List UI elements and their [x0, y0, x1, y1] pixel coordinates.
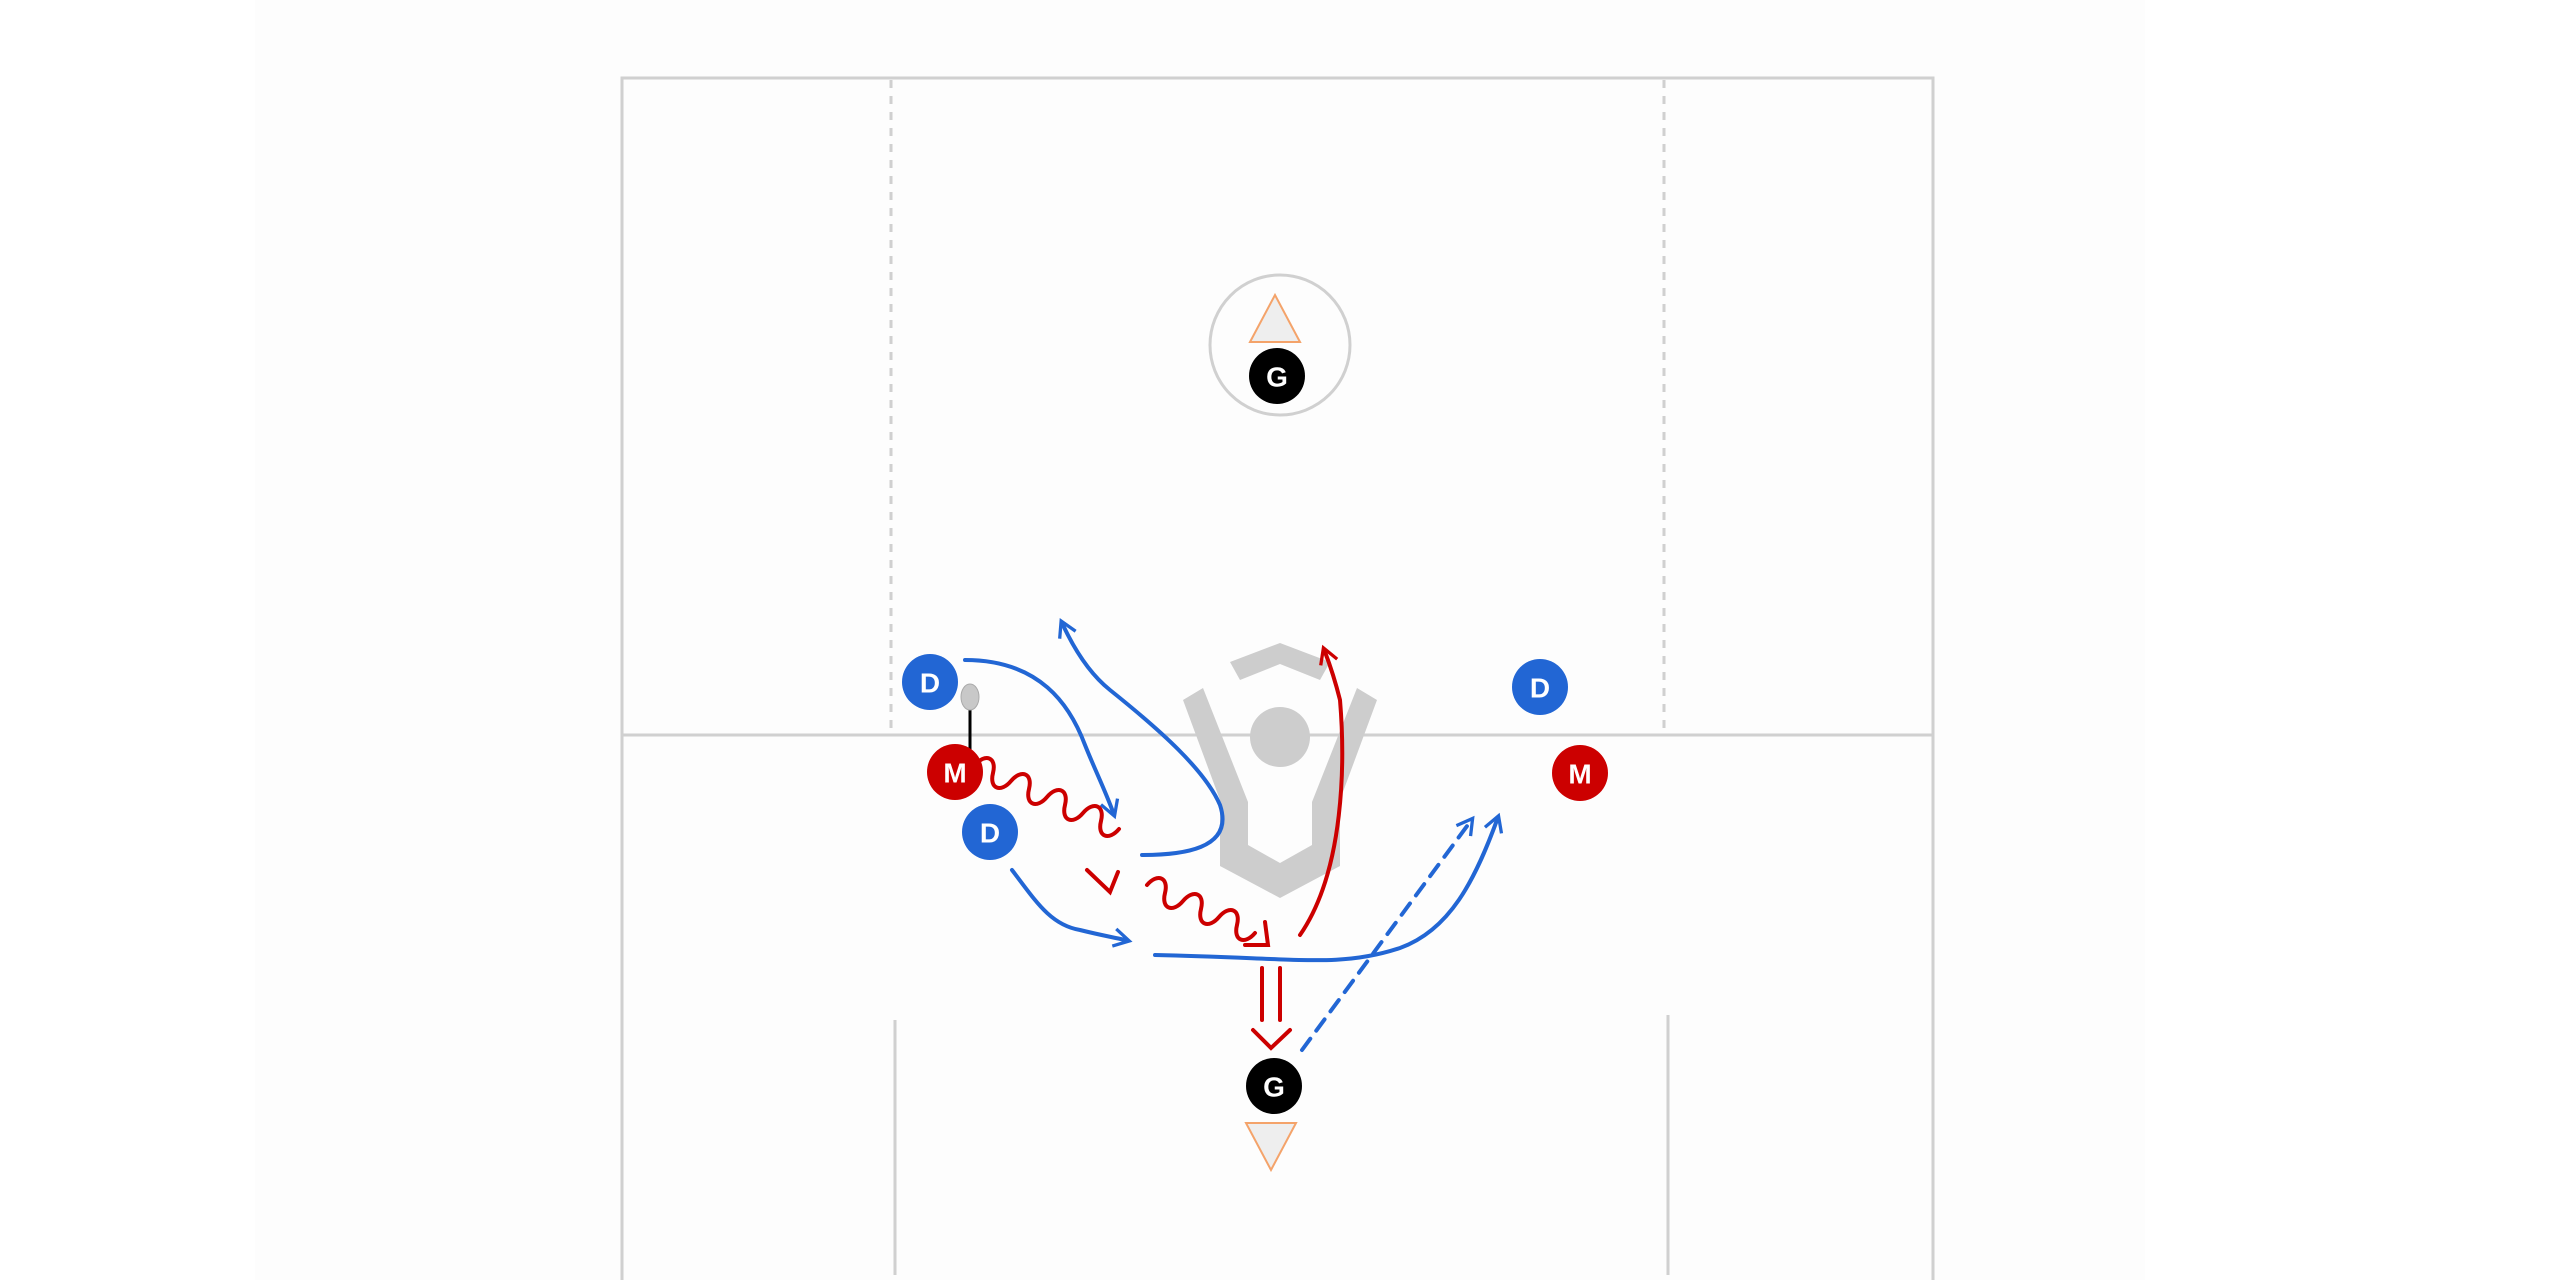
cone-icon [1248, 292, 1302, 343]
midfield-player-4: M [927, 744, 983, 800]
midfield-dodge-path [973, 756, 1121, 838]
lacrosse-logo-icon [1183, 643, 1377, 898]
defense-paths [963, 617, 1504, 1052]
player-token [962, 804, 1018, 860]
defense-player-2: D [962, 804, 1018, 860]
field-boundary [620, 76, 1935, 1280]
midfield-cut-path [1298, 644, 1345, 937]
player-label: M [943, 758, 966, 789]
player-label: M [1568, 759, 1591, 790]
midfield-player-5: M [1552, 745, 1608, 801]
midfield-pass-arrowhead [1251, 1028, 1292, 1051]
defense-run-path [1010, 868, 1133, 948]
defense-player-1: D [902, 654, 958, 710]
defense-run-path [963, 658, 1120, 820]
defense-player-3: D [1512, 659, 1568, 715]
field-surface [255, 0, 2145, 1280]
player-token [902, 654, 958, 710]
midfield-dodge-end [1243, 920, 1271, 947]
defense-run-path [1058, 617, 1225, 857]
player-label: D [980, 818, 1000, 849]
player-label: G [1263, 1072, 1285, 1103]
goalie-player-7: G [1246, 1058, 1302, 1114]
player-label: D [920, 668, 940, 699]
midfield-dodge-path [1145, 876, 1257, 942]
goalie-player-6: G [1249, 348, 1305, 404]
defense-run-path [1153, 812, 1504, 963]
player-label: G [1266, 362, 1288, 393]
player-token [1249, 348, 1305, 404]
defense-pass-path [1300, 815, 1475, 1052]
midfield-dodge-end [1085, 868, 1120, 896]
player-token [927, 744, 983, 800]
player-label: D [1530, 673, 1550, 704]
midfield-paths [973, 644, 1345, 1051]
goal-crease [1208, 273, 1352, 417]
cone-icon [1244, 1122, 1298, 1173]
player-token [1246, 1058, 1302, 1114]
player-token [1552, 745, 1608, 801]
player-token [1512, 659, 1568, 715]
